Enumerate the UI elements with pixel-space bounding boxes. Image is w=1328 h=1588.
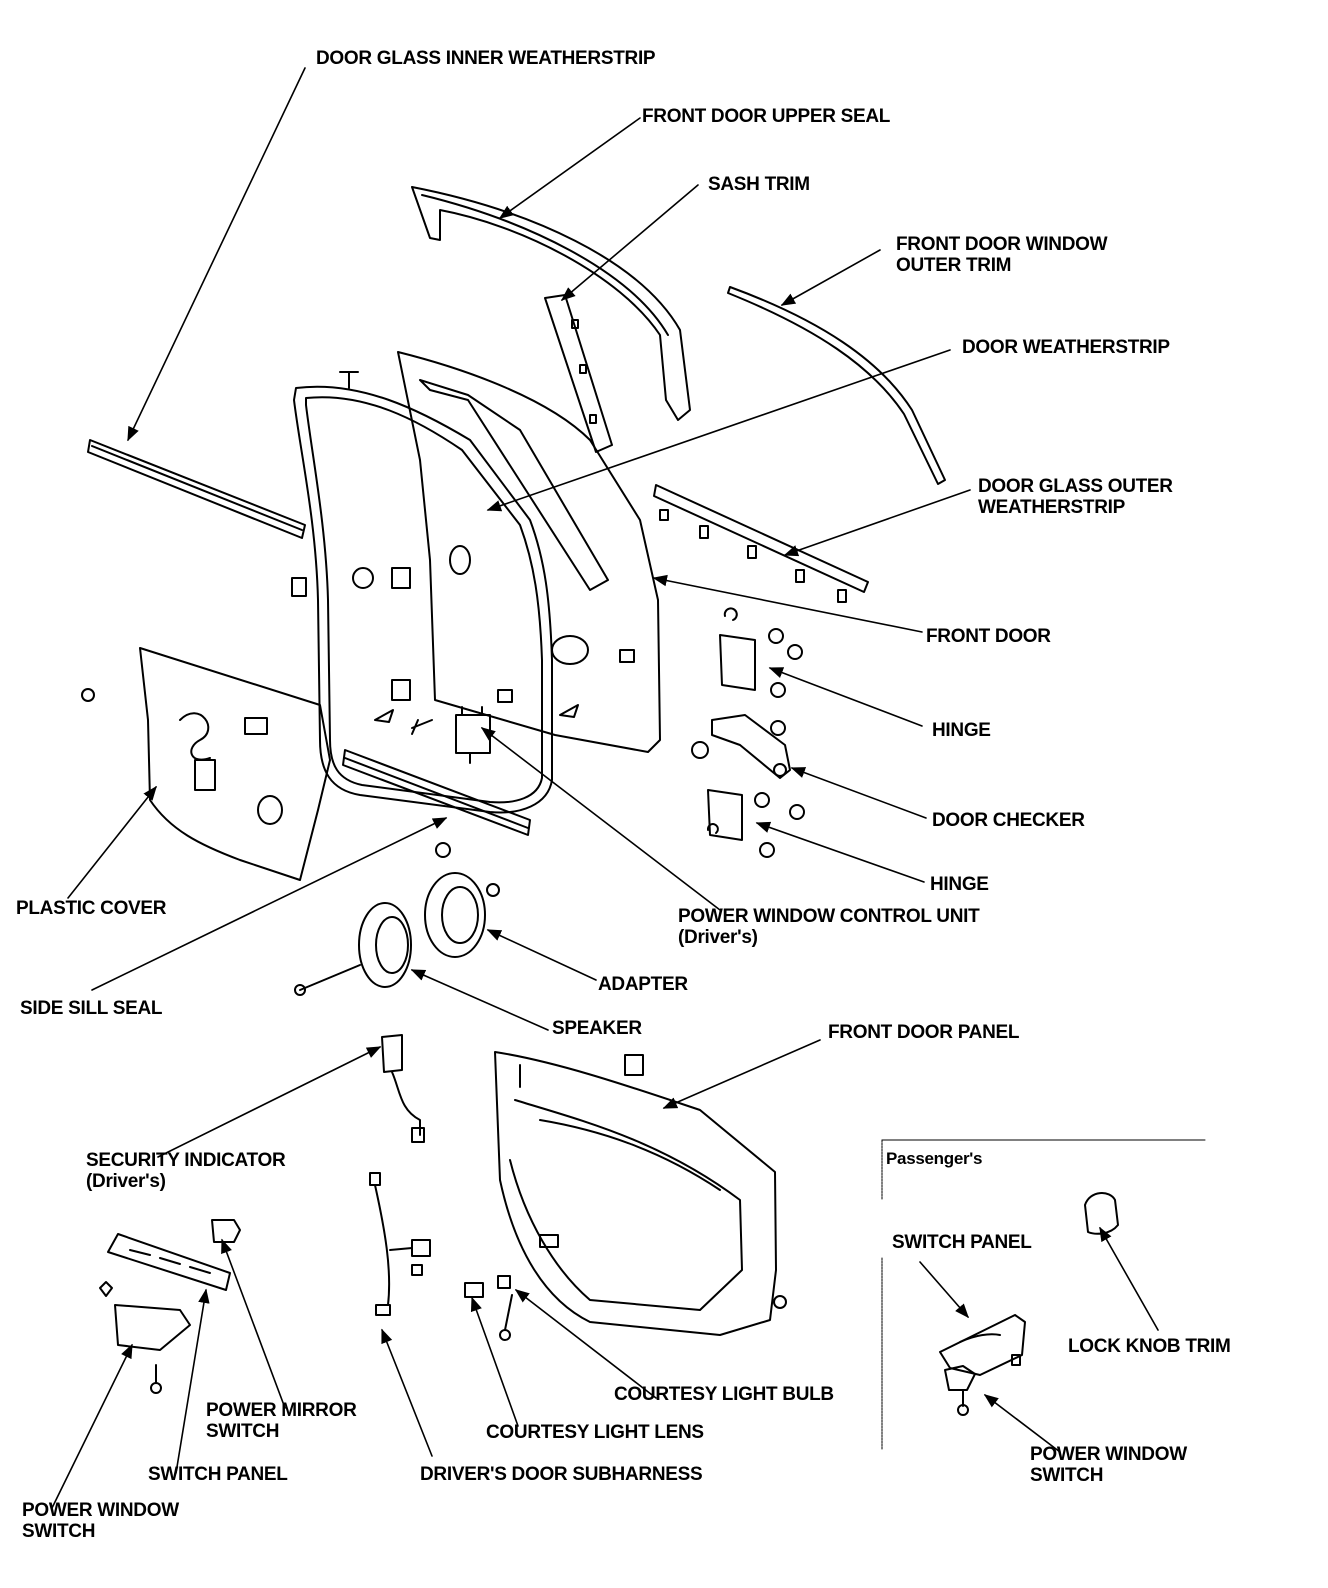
label-line: SWITCH PANEL: [148, 1464, 288, 1485]
label-line: SASH TRIM: [708, 174, 810, 195]
label-power-window-control-unit: POWER WINDOW CONTROL UNIT(Driver's): [678, 906, 980, 948]
label-door-glass-inner-weatherstrip: DOOR GLASS INNER WEATHERSTRIP: [316, 48, 656, 69]
label-drivers-door-subharness: DRIVER'S DOOR SUBHARNESS: [420, 1464, 703, 1485]
label-line: SWITCH PANEL: [892, 1232, 1032, 1253]
label-speaker: SPEAKER: [552, 1018, 642, 1039]
label-line: POWER WINDOW: [1030, 1444, 1187, 1465]
driver-switch-assembly-part: [99, 1219, 241, 1394]
label-side-sill-seal: SIDE SILL SEAL: [20, 998, 163, 1019]
door-weatherstrip-part: [293, 385, 553, 814]
label-plastic-cover: PLASTIC COVER: [16, 898, 167, 919]
label-line: PLASTIC COVER: [16, 898, 167, 919]
label-line: DOOR GLASS OUTER: [978, 476, 1173, 497]
door-checker-part: [691, 714, 791, 779]
side-sill-seal-part: [342, 749, 531, 858]
speaker-part: [294, 902, 412, 996]
front-door-panel-part: [494, 1051, 787, 1336]
label-line: Passenger's: [886, 1149, 983, 1168]
label-line: SECURITY INDICATOR: [86, 1150, 286, 1171]
label-hinge-lower: HINGE: [930, 874, 989, 895]
label-line: DOOR CHECKER: [932, 810, 1085, 831]
power-window-control-unit-part: [455, 706, 491, 764]
door-glass-inner-weatherstrip-part: [87, 439, 306, 539]
hinge-lower-part: [706, 789, 805, 858]
label-line: COURTESY LIGHT LENS: [486, 1422, 704, 1443]
label-front-door-upper-seal: FRONT DOOR UPPER SEAL: [642, 106, 890, 127]
label-line: (Driver's): [86, 1171, 166, 1192]
label-switch-panel-driver: SWITCH PANEL: [148, 1464, 288, 1485]
label-door-weatherstrip: DOOR WEATHERSTRIP: [962, 337, 1170, 358]
label-line: DRIVER'S DOOR SUBHARNESS: [420, 1464, 703, 1485]
label-line: OUTER TRIM: [896, 255, 1012, 276]
label-line: POWER MIRROR: [206, 1400, 357, 1421]
label-line: FRONT DOOR PANEL: [828, 1022, 1020, 1043]
security-indicator-part: [381, 1034, 425, 1143]
clip-parts: [81, 371, 579, 735]
drivers-door-subharness-part: [369, 1172, 431, 1316]
plastic-cover-part: [139, 647, 331, 881]
label-line: HINGE: [932, 720, 991, 741]
front-door-window-outer-trim-part: [727, 286, 946, 485]
label-courtesy-light-lens: COURTESY LIGHT LENS: [486, 1422, 704, 1443]
label-line: FRONT DOOR: [926, 626, 1051, 647]
label-front-door-panel: FRONT DOOR PANEL: [828, 1022, 1019, 1043]
leader-lines: [51, 67, 1159, 1509]
label-line: DOOR WEATHERSTRIP: [962, 337, 1170, 358]
label-line: POWER WINDOW CONTROL UNIT: [678, 906, 980, 927]
label-line: WEATHERSTRIP: [978, 497, 1125, 518]
label-switch-panel-passenger: SWITCH PANEL: [892, 1232, 1032, 1253]
label-line: FRONT DOOR WINDOW: [896, 234, 1108, 255]
passenger-switch-assembly-part: [939, 1192, 1119, 1416]
label-line: HINGE: [930, 874, 989, 895]
adapter-part: [424, 872, 500, 958]
label-line: (Driver's): [678, 927, 758, 948]
label-lock-knob-trim: LOCK KNOB TRIM: [1068, 1336, 1231, 1357]
label-line: SWITCH: [1030, 1465, 1104, 1486]
label-line: SWITCH: [22, 1521, 96, 1542]
sash-trim-part: [544, 294, 613, 453]
label-front-door: FRONT DOOR: [926, 626, 1051, 647]
label-passenger-box-title: Passenger's: [886, 1148, 983, 1169]
front-door-part: [397, 351, 661, 753]
label-hinge-upper: HINGE: [932, 720, 991, 741]
passenger-box-frame: [881, 1139, 1206, 1451]
label-courtesy-light-bulb: COURTESY LIGHT BULB: [614, 1384, 834, 1405]
label-line: DOOR GLASS INNER WEATHERSTRIP: [316, 48, 656, 69]
label-line: FRONT DOOR UPPER SEAL: [642, 106, 891, 127]
label-line: SWITCH: [206, 1421, 280, 1442]
courtesy-light-parts: [464, 1275, 513, 1341]
label-line: SIDE SILL SEAL: [20, 998, 163, 1019]
label-door-checker: DOOR CHECKER: [932, 810, 1085, 831]
hinge-upper-part: [719, 607, 803, 698]
label-line: SPEAKER: [552, 1018, 642, 1039]
label-adapter: ADAPTER: [598, 974, 688, 995]
label-security-indicator: SECURITY INDICATOR(Driver's): [86, 1150, 286, 1192]
label-line: LOCK KNOB TRIM: [1068, 1336, 1231, 1357]
label-line: COURTESY LIGHT BULB: [614, 1384, 834, 1405]
front-door-upper-seal-part: [411, 186, 691, 421]
label-line: ADAPTER: [598, 974, 688, 995]
label-sash-trim: SASH TRIM: [708, 174, 810, 195]
label-line: POWER WINDOW: [22, 1500, 179, 1521]
